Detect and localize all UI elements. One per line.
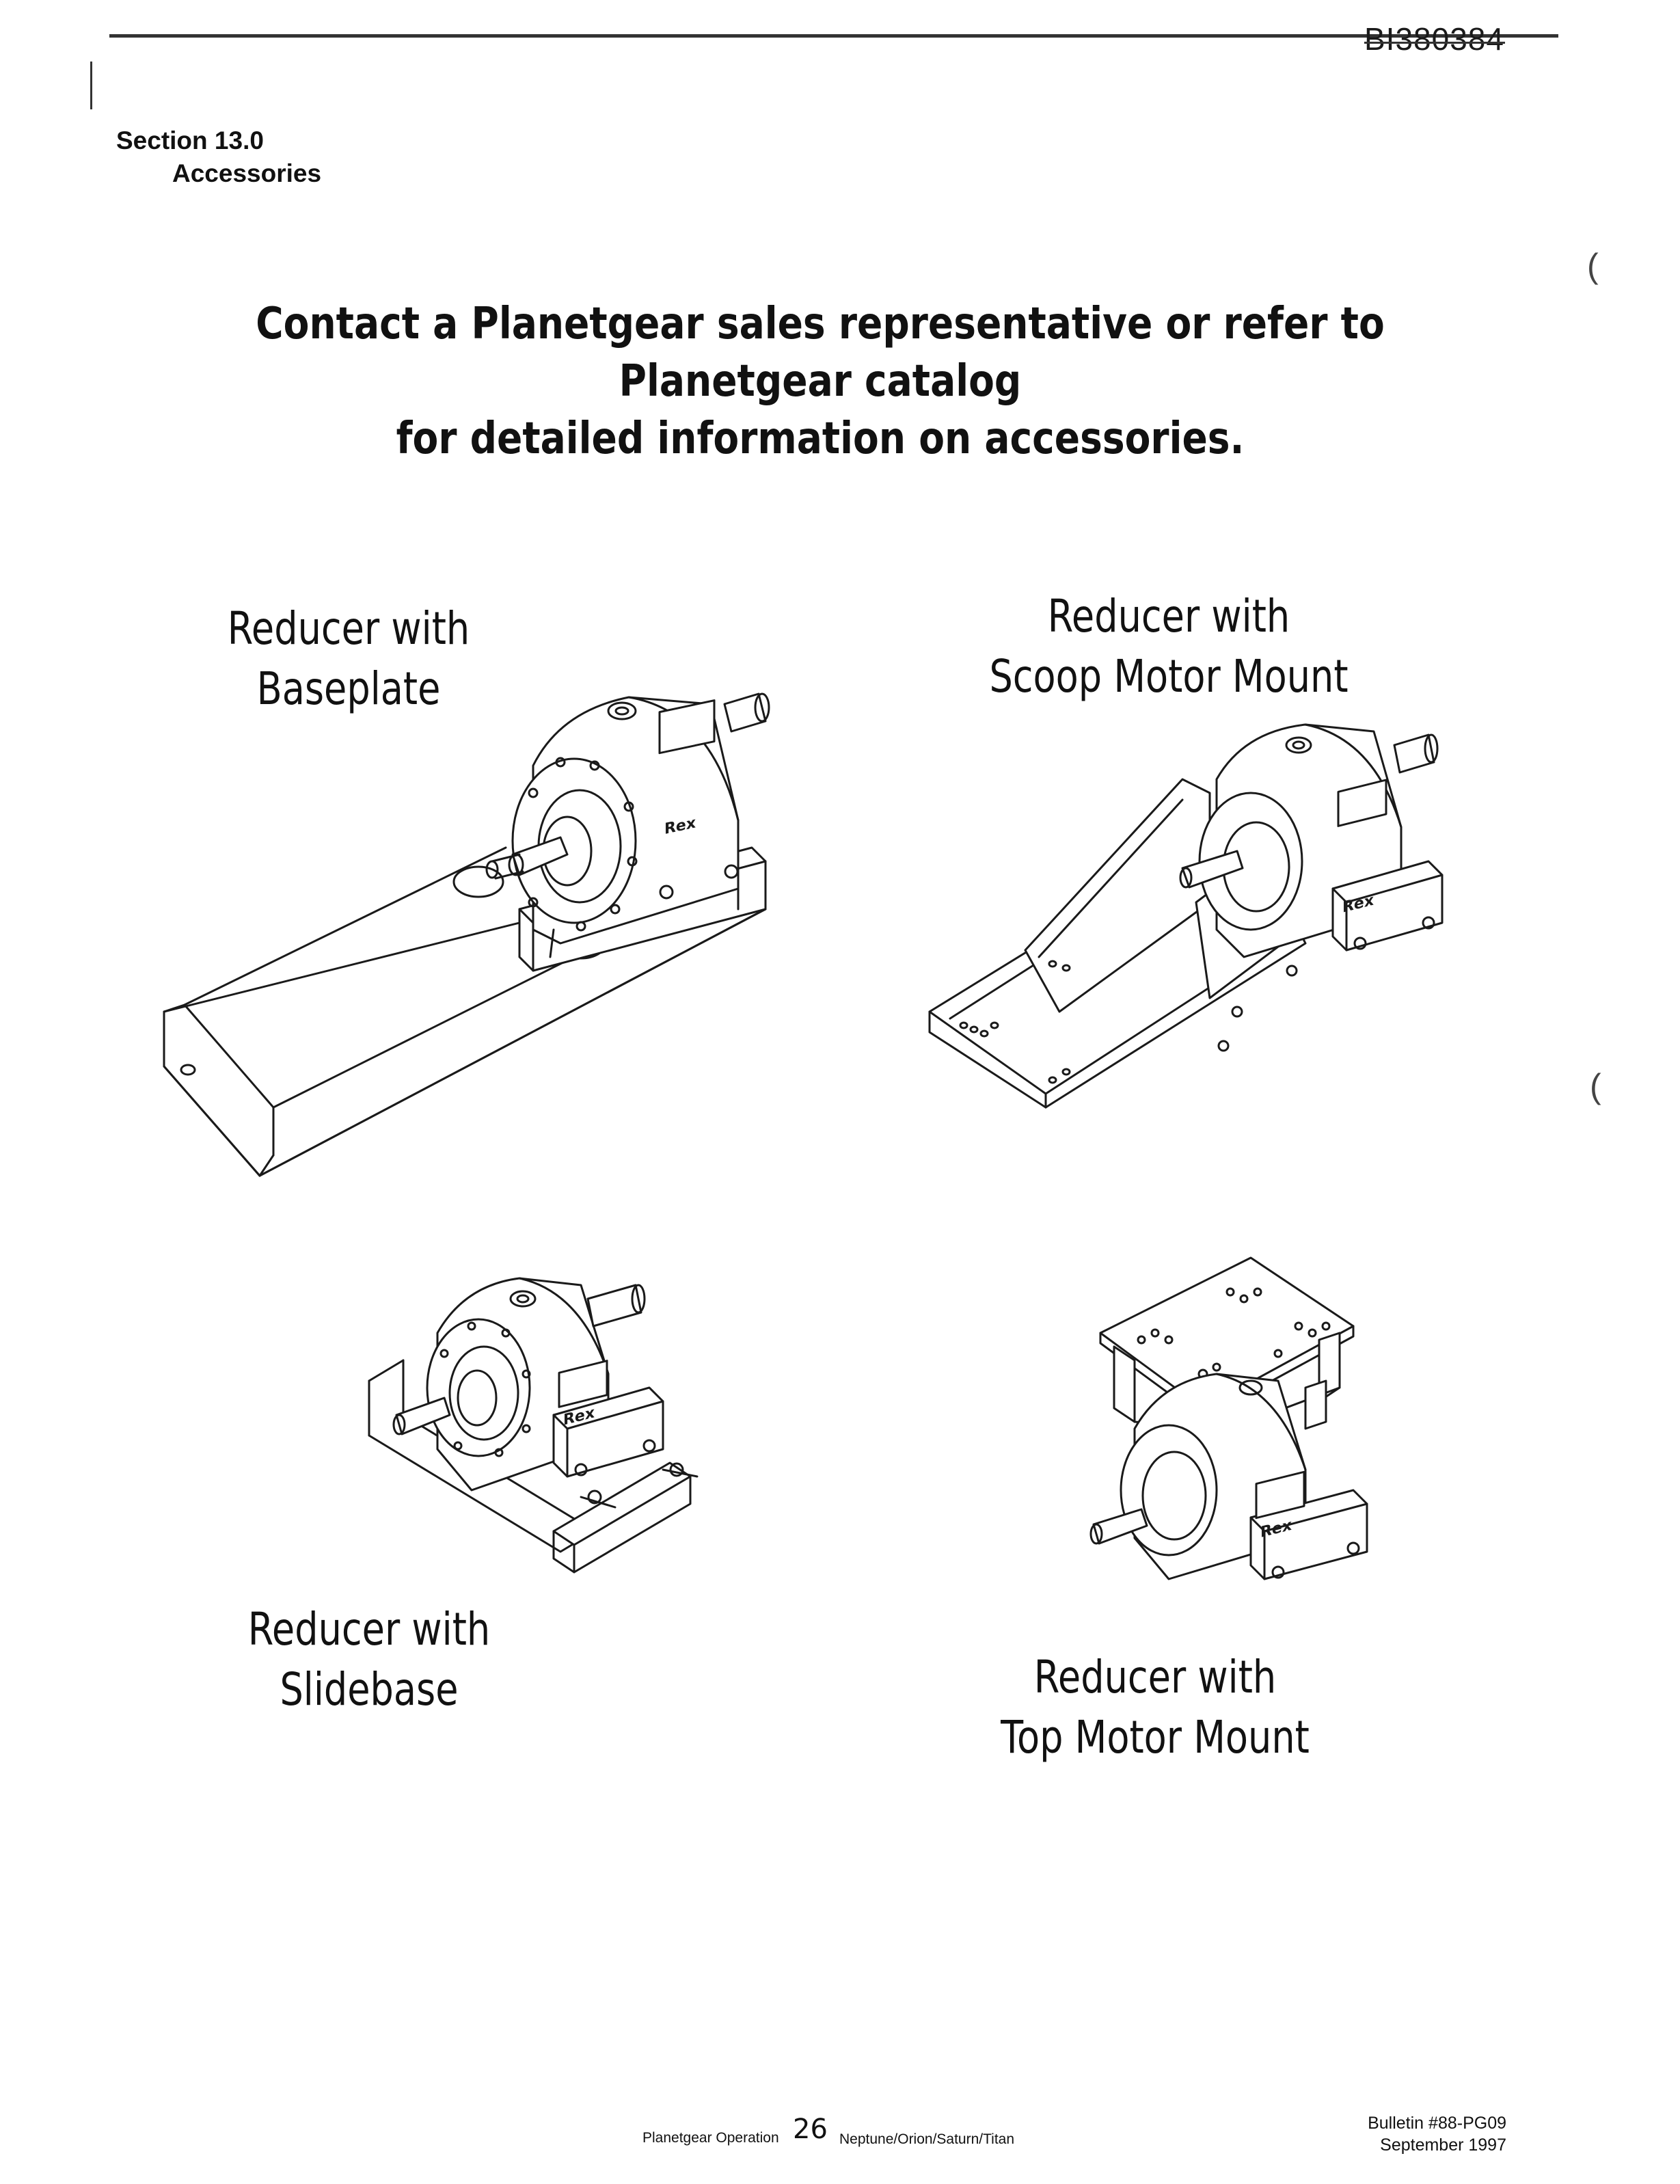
caption-line: Top Motor Mount [1001, 1711, 1310, 1764]
section-title: Accessories [172, 159, 322, 187]
caption-line: Reducer with [227, 602, 470, 655]
accessories-notice: Contact a Planetgear sales representativ… [203, 295, 1437, 468]
reducer-slidebase-drawing: Rex [368, 1277, 699, 1574]
caption-top-motor-mount: Reducer with Top Motor Mount [981, 1647, 1329, 1768]
document-id: BI380384 [1364, 21, 1504, 57]
caption-line: Scoop Motor Mount [989, 650, 1349, 703]
caption-line: Reducer with [1047, 590, 1290, 643]
notice-line-2: for detailed information on accessories. [396, 414, 1245, 464]
bulletin-date: September 1997 [1380, 2135, 1506, 2155]
caption-line: Reducer with [247, 1603, 491, 1656]
section-number: Section 13.0 [116, 126, 264, 154]
caption-baseplate: Reducer with Baseplate [208, 599, 489, 719]
page-number: 26 [793, 2114, 828, 2145]
binder-mark-icon: ( [1590, 1067, 1601, 1105]
caption-line: Reducer with [1033, 1651, 1277, 1703]
binder-mark-icon: ( [1587, 247, 1599, 285]
footer-left: Planetgear Operation [642, 2130, 779, 2146]
top-rule [109, 34, 1558, 38]
bulletin-number: Bulletin #88-PG09 [1368, 2114, 1506, 2133]
bulletin-info: Bulletin #88-PG09 September 1997 [1342, 2112, 1506, 2156]
reducer-baseplate-drawing: Rex [163, 692, 770, 1177]
document-id-strike [1364, 42, 1505, 44]
footer-right: Neptune/Orion/Saturn/Titan [839, 2131, 1015, 2147]
reducer-scoop-motor-mount-drawing: Rex [928, 723, 1444, 1109]
caption-line: Slidebase [280, 1663, 459, 1716]
caption-scoop-motor-mount: Reducer with Scoop Motor Mount [984, 587, 1353, 707]
caption-slidebase: Reducer with Slidebase [229, 1600, 509, 1720]
margin-mark [90, 62, 92, 109]
notice-line-1: Contact a Planetgear sales representativ… [256, 299, 1385, 407]
reducer-top-motor-mount-drawing: Rex [1089, 1256, 1368, 1580]
caption-line: Baseplate [256, 662, 441, 715]
